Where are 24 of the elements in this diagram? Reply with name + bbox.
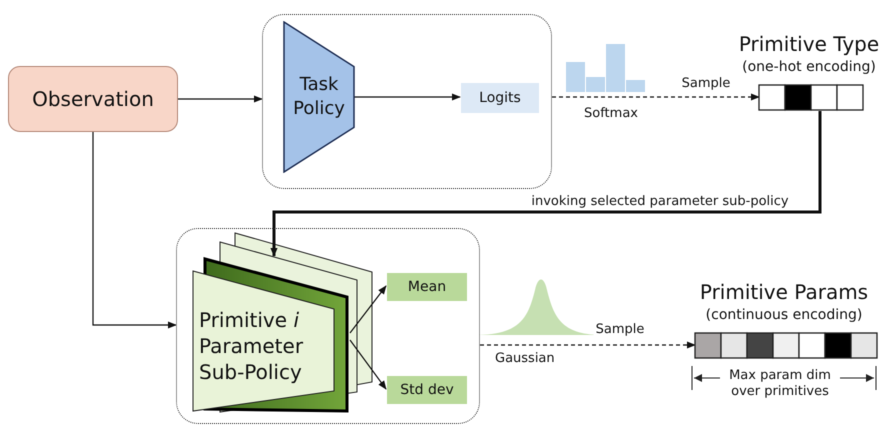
encoding-title: Primitive Type: [738, 32, 880, 56]
arrow: [480, 341, 696, 349]
process-box: Observation: [8, 66, 178, 132]
output-box: Logits: [461, 83, 539, 113]
group-frame: [176, 228, 480, 424]
network-label: Task Policy: [292, 73, 346, 121]
encoding-subtitle: (continuous encoding): [704, 306, 864, 324]
arrow: [178, 95, 263, 103]
arrow: [350, 285, 387, 334]
network-trapezoid: [283, 21, 355, 173]
encoding-subtitle: (one-hot encoding): [741, 58, 877, 76]
edge-label: Sample: [594, 322, 646, 337]
output-box: Std dev: [387, 376, 467, 404]
group-frame: [262, 14, 552, 189]
output-box: Mean: [387, 273, 467, 301]
policy-label: Primitive i Parameter Sub-Policy: [199, 307, 304, 385]
arrow: [552, 93, 760, 101]
arrow: [350, 340, 387, 390]
arrow: [270, 111, 822, 257]
arrow: [354, 93, 461, 101]
encoding-title: Primitive Params: [698, 280, 870, 304]
dimension-label: Max param dim over primitives: [720, 368, 840, 400]
edge-label: Sample: [680, 76, 732, 91]
arrow: [92, 132, 177, 329]
